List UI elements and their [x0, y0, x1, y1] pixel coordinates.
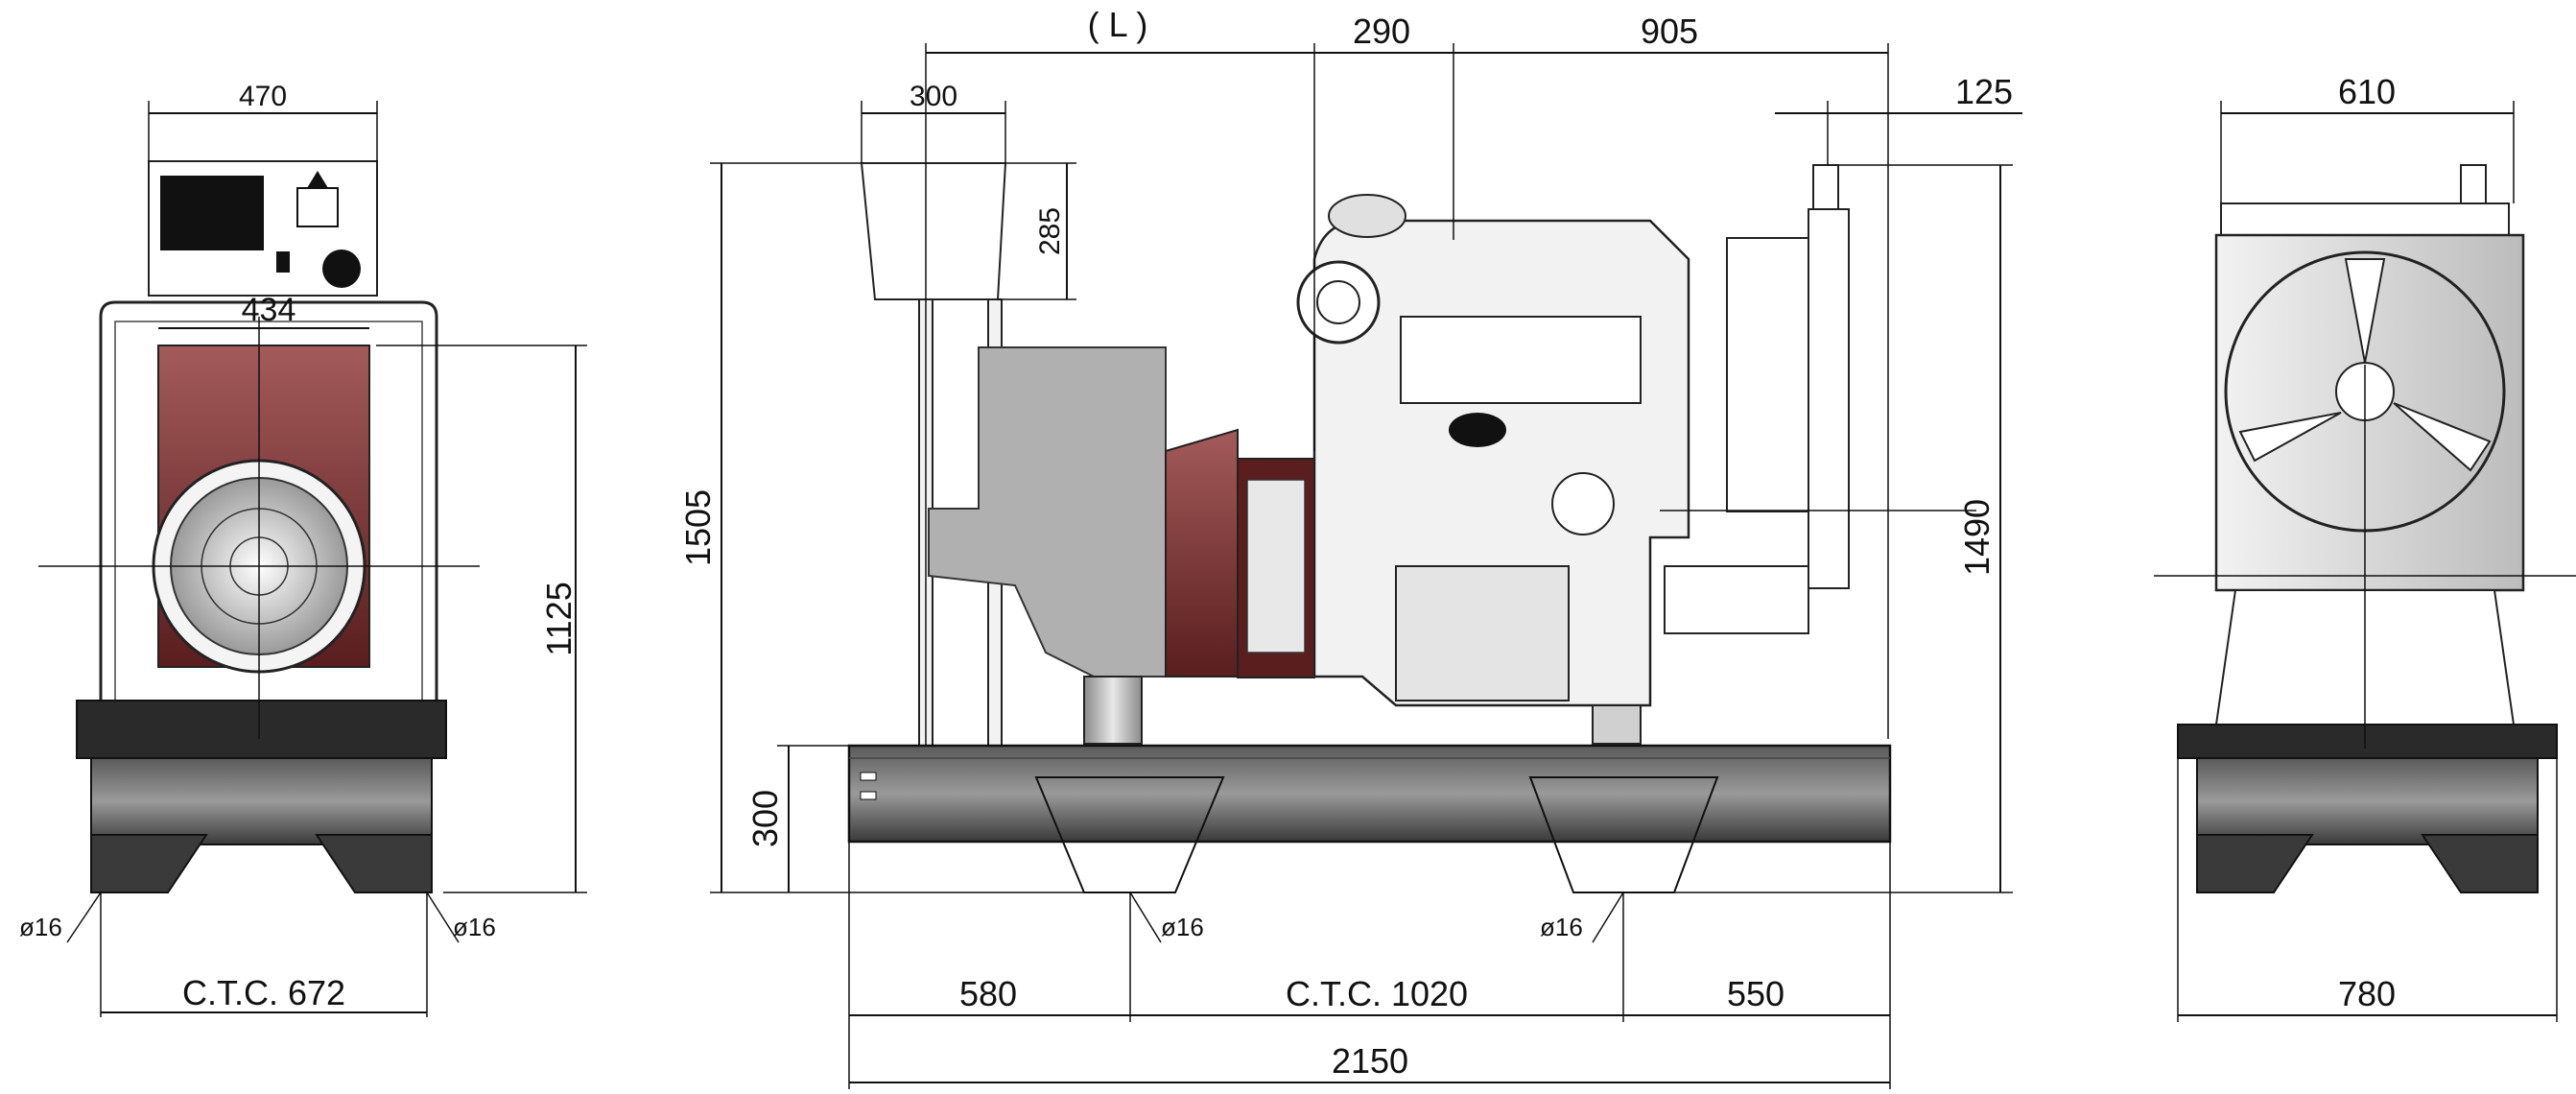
side-view: ( L ) 290 905 300 285 125 1505 300 — [678, 5, 2022, 1089]
front-panel-key-icon — [276, 251, 290, 273]
rear-radiator-top — [2220, 202, 2510, 241]
jcb-logo-icon — [1449, 413, 1506, 447]
side-dim-1490: 1490 — [1957, 499, 1997, 576]
front-view: 470 434 1125 ø16 ø16 C.T.C. 672 — [19, 81, 587, 1017]
side-dim-550: 550 — [1727, 974, 1784, 1013]
front-panel-warning-icon — [307, 171, 328, 188]
side-radiator-frame — [1726, 237, 1814, 512]
side-engine-pulley — [1551, 472, 1615, 535]
side-base-frame — [847, 744, 1892, 844]
side-dim-905: 905 — [1641, 12, 1698, 51]
front-hole-left: ø16 — [19, 913, 62, 941]
side-dim-125: 125 — [1955, 72, 2013, 111]
side-radiator-cap — [1812, 164, 1839, 210]
front-panel-module — [296, 187, 339, 227]
side-hole-right: ø16 — [1540, 913, 1583, 941]
side-alternator-housing — [928, 346, 1167, 678]
side-air-filter — [1328, 194, 1406, 238]
rear-view: 610 780 — [2154, 72, 2576, 1022]
side-engine-sump — [1395, 565, 1570, 702]
rear-base-foot-left — [2196, 834, 2314, 893]
side-radiator-core — [1808, 208, 1850, 589]
front-dim-1125: 1125 — [539, 582, 579, 655]
side-ctc-1020: C.T.C. 1020 — [1286, 974, 1468, 1013]
side-hole-left: ø16 — [1161, 913, 1204, 941]
side-radiator-tank — [1664, 565, 1809, 634]
side-alternator-adapter — [1165, 428, 1239, 678]
side-dim-580: 580 — [959, 974, 1017, 1013]
side-dim-300-panel: 300 — [910, 81, 957, 112]
front-dim-470: 470 — [239, 81, 287, 112]
side-engine-head — [1400, 316, 1642, 404]
front-panel-emergency-stop-icon — [322, 250, 361, 288]
front-hole-right: ø16 — [453, 913, 496, 941]
side-alternator-mount — [1083, 676, 1143, 745]
front-panel-display — [160, 176, 264, 250]
side-dim-1505: 1505 — [678, 489, 718, 566]
side-dim-2150: 2150 — [1332, 1041, 1408, 1081]
side-dim-285: 285 — [1034, 207, 1066, 255]
side-engine-mount — [1592, 704, 1642, 745]
front-lifting-frame — [99, 300, 438, 715]
side-dim-300-base: 300 — [745, 790, 785, 847]
front-base-foot-right — [315, 834, 433, 893]
side-control-panel — [860, 162, 1007, 300]
rear-base-skid — [2177, 724, 2558, 759]
front-dim-434: 434 — [242, 292, 296, 328]
rear-radiator-cap — [2460, 164, 2487, 204]
front-ctc-672: C.T.C. 672 — [182, 973, 345, 1012]
side-turbo — [1296, 260, 1381, 345]
rear-base-frame — [2196, 757, 2539, 845]
rear-dim-610: 610 — [2338, 72, 2396, 111]
side-dim-290: 290 — [1353, 12, 1410, 51]
front-base-skid — [76, 700, 447, 759]
side-base-foot-left — [1034, 776, 1225, 893]
front-base-foot-left — [90, 834, 208, 893]
rear-base-foot-right — [2421, 834, 2539, 893]
rear-dim-780: 780 — [2338, 974, 2396, 1013]
side-dim-length: ( L ) — [1088, 5, 1148, 44]
